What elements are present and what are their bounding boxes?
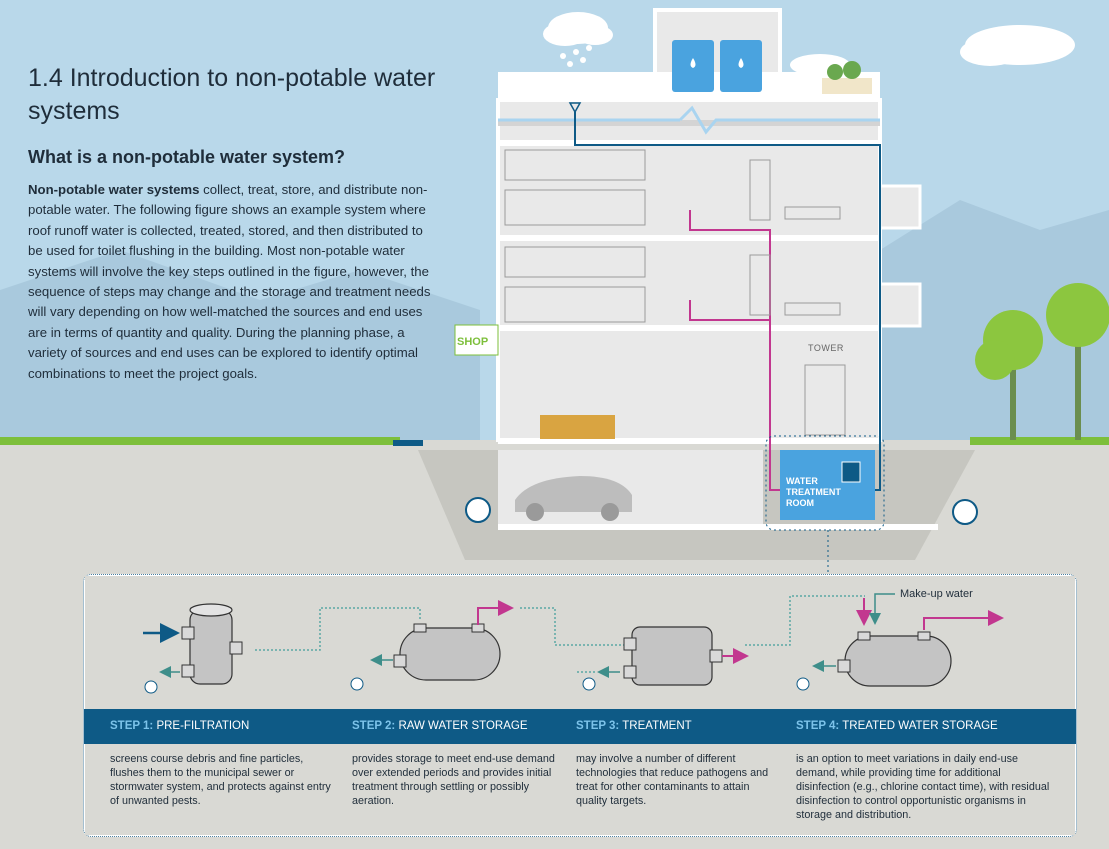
cloud-icon — [960, 25, 1075, 66]
step-1-description: screens course debris and fine particles… — [110, 753, 331, 807]
shop-label: SHOP — [457, 336, 489, 348]
step-2-name: RAW WATER STORAGE — [398, 720, 528, 732]
rain-icon — [560, 45, 592, 67]
step-4-title: STEP 4: TREATED WATER STORAGE — [796, 711, 998, 742]
pre-filter-icon — [182, 604, 242, 684]
step-4-name: TREATED WATER STORAGE — [842, 720, 998, 732]
step-3-title: STEP 3: TREATMENT — [576, 711, 692, 742]
step-3-name: TREATMENT — [622, 720, 692, 732]
water-drop-icon — [465, 497, 978, 525]
step-4-description: is an option to meet variations in daily… — [796, 753, 1050, 821]
water-treatment-room-label: WATER TREATMENT ROOM — [786, 476, 841, 508]
page-title: 1.4 Introduction to non-potable water sy… — [28, 64, 436, 125]
section-subtitle: What is a non-potable water system? — [28, 147, 346, 167]
step-3-description: may involve a number of different techno… — [576, 753, 769, 807]
step-2-title: STEP 2: RAW WATER STORAGE — [352, 711, 528, 742]
cloud-icon — [543, 12, 613, 46]
treated-water-tank-icon — [838, 632, 951, 686]
step-2-number: STEP 2: — [352, 720, 396, 732]
step-1-number: STEP 1: — [110, 720, 154, 732]
tree-icon — [975, 283, 1109, 440]
water-tank-icon — [672, 40, 762, 92]
step-4-number: STEP 4: — [796, 720, 840, 732]
intro-bold: Non-potable water systems — [28, 182, 200, 197]
intro-text: collect, treat, store, and distribute no… — [28, 182, 431, 381]
steps-bar — [84, 709, 1076, 744]
step-2-description: provides storage to meet end-use demand … — [352, 753, 555, 807]
treatment-unit-icon — [624, 627, 722, 685]
raw-water-tank-icon — [394, 624, 500, 680]
step-3-number: STEP 3: — [576, 720, 620, 732]
step-1-title: STEP 1: PRE-FILTRATION — [110, 711, 249, 742]
intro-paragraph: Non-potable water systems collect, treat… — [28, 180, 438, 384]
car-icon — [515, 476, 632, 521]
makeup-water-label: Make-up water — [900, 588, 973, 600]
step-1-name: PRE-FILTRATION — [156, 720, 250, 732]
tower-label: TOWER — [808, 343, 844, 353]
